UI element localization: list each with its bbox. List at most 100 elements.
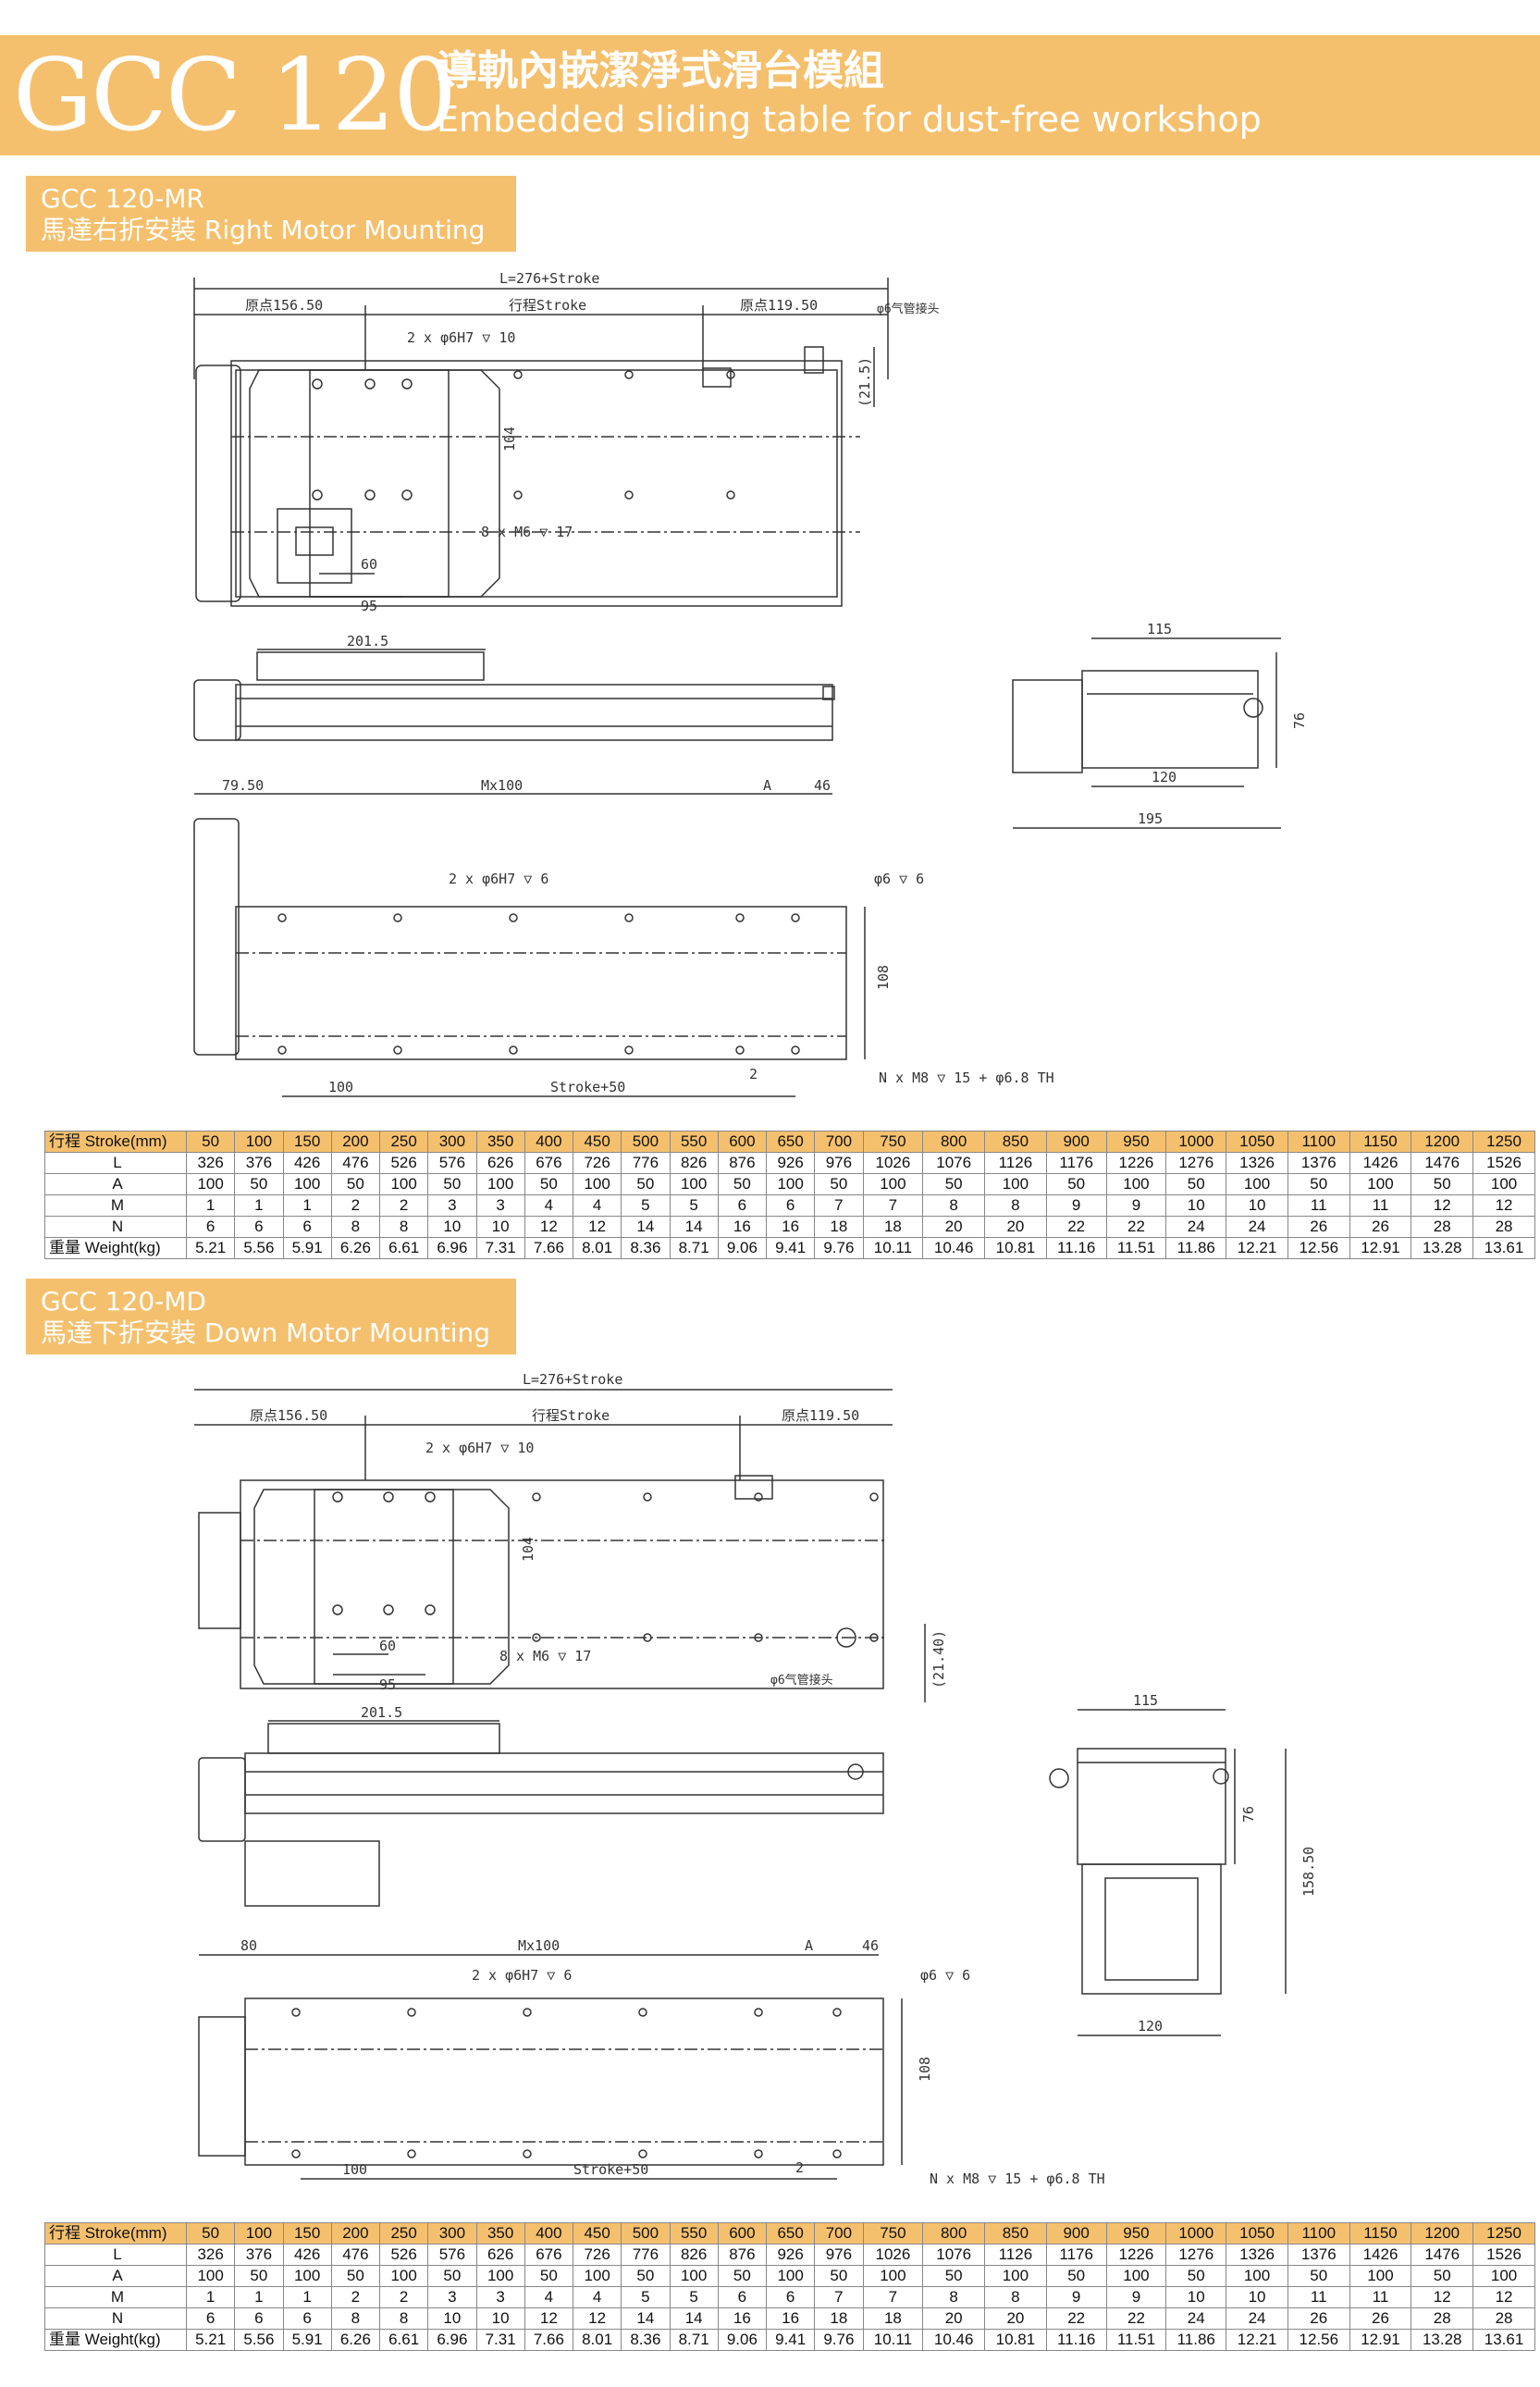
- table-cell: 11.86: [1165, 2329, 1227, 2351]
- table-cell: 50: [330, 1173, 381, 1195]
- table-cell: 100: [185, 2265, 236, 2287]
- table-cell: 100: [282, 2265, 332, 2287]
- table-cell: 100: [234, 1131, 284, 1153]
- md-top-view: L=276+Stroke 原点156.50 行程Stroke 原点119.50 …: [194, 1371, 947, 1702]
- table-cell: 1050: [1226, 2222, 1288, 2245]
- table-cell: 476: [330, 2244, 381, 2266]
- table-cell: 8.36: [621, 1237, 671, 1259]
- table-cell: 5.91: [282, 2329, 332, 2351]
- table-cell: 4: [572, 2286, 622, 2308]
- table-cell: 1: [185, 1194, 236, 1217]
- table-cell: 9.76: [814, 1237, 864, 1259]
- table-cell: 550: [669, 2222, 719, 2245]
- table-cell: 12: [572, 1216, 622, 1238]
- table-cell: 150: [282, 2222, 332, 2245]
- table-cell: 50: [621, 1173, 671, 1195]
- table-cell: 5.91: [282, 1237, 332, 1259]
- md-dim-total: L=276+Stroke: [523, 1371, 622, 1388]
- table-cell: 26: [1349, 2307, 1412, 2330]
- table-cell: 8: [984, 1194, 1047, 1217]
- md-dim-a: A: [805, 1937, 813, 1954]
- table-cell: 7: [862, 2286, 924, 2308]
- table-cell: 10: [475, 1216, 525, 1238]
- table-cell: 10.46: [922, 1237, 986, 1259]
- table-cell: 1476: [1411, 2244, 1474, 2266]
- row-label: A: [44, 1173, 187, 1195]
- table-cell: 8: [984, 2286, 1047, 2308]
- mr-dim-origin-right: 原点119.50: [740, 297, 818, 314]
- md-dim-95: 95: [379, 1676, 396, 1693]
- table-cell: 8: [922, 1194, 986, 1217]
- table-cell: 1150: [1349, 1131, 1412, 1153]
- mr-dim-104: 104: [501, 427, 518, 451]
- table-cell: 8.71: [669, 1237, 719, 1259]
- table-cell: 100: [765, 1173, 816, 1195]
- table-cell: 500: [621, 2222, 671, 2245]
- section-md-header: GCC 120-MD 馬達下折安裝 Down Motor Mounting: [26, 1279, 516, 1354]
- table-cell: 100: [1472, 2265, 1535, 2287]
- table-cell: 876: [717, 1152, 768, 1174]
- drawing-mr: L=276+Stroke 原点156.50 行程Stroke 原点119.50 …: [0, 259, 1540, 1129]
- table-cell: 5: [621, 2286, 671, 2308]
- table-cell: 26: [1349, 1216, 1412, 1238]
- mr-dim-hole6: φ6 ▽ 6: [874, 871, 924, 887]
- table-cell: 400: [524, 2222, 574, 2245]
- table-cell: 1176: [1045, 1152, 1107, 1174]
- table-cell: 9.76: [814, 2329, 864, 2351]
- table-cell: 1226: [1105, 1152, 1167, 1174]
- table-cell: 26: [1287, 1216, 1350, 1238]
- table-cell: 100: [1349, 1173, 1412, 1195]
- table-cell: 100: [1105, 1173, 1167, 1195]
- table-cell: 12: [1472, 1194, 1535, 1217]
- row-label: 重量 Weight(kg): [44, 2329, 187, 2351]
- table-cell: 150: [282, 1131, 332, 1153]
- mr-end-view: 115 76 120 195: [1012, 621, 1308, 829]
- table-cell: 100: [475, 1173, 525, 1195]
- table-cell: 1426: [1349, 1152, 1412, 1174]
- md-dim-tube: φ6气管接头: [770, 1673, 833, 1688]
- mr-dim-pin-holes-b: 2 x φ6H7 ▽ 6: [449, 871, 548, 887]
- mr-dim-stroke: 行程Stroke: [509, 297, 586, 314]
- table-cell: 14: [669, 2307, 719, 2330]
- table-cell: 726: [572, 2244, 622, 2266]
- md-dim-80: 80: [240, 1937, 257, 1954]
- table-cell: 800: [922, 1131, 986, 1153]
- md-dim-origin-right: 原点119.50: [782, 1407, 859, 1424]
- md-dim-stroke50: Stroke+50: [573, 2161, 648, 2178]
- md-dim-108: 108: [917, 2057, 933, 2082]
- md-dim-pin-holes-b: 2 x φ6H7 ▽ 6: [472, 1967, 572, 1984]
- table-cell: 3: [427, 2286, 477, 2308]
- mr-dim-108: 108: [875, 965, 892, 990]
- table-cell: 14: [621, 2307, 671, 2330]
- table-cell: 1226: [1105, 2244, 1167, 2266]
- row-label: M: [44, 1194, 187, 1217]
- table-cell: 18: [862, 1216, 924, 1238]
- table-cell: 6.26: [330, 1237, 381, 1259]
- mr-side-view: 201.5: [193, 633, 835, 741]
- row-label: L: [44, 1152, 187, 1174]
- table-cell: 376: [234, 1152, 284, 1174]
- md-dim-nx-m8: N x M8 ▽ 15 + φ6.8 TH: [930, 2171, 1105, 2187]
- table-cell: 10: [1165, 1194, 1227, 1217]
- table-cell: 550: [669, 1131, 719, 1153]
- table-cell: 6: [717, 2286, 768, 2308]
- title-english: Embedded sliding table for dust-free wor…: [437, 99, 1262, 140]
- md-dim-158-5: 158.50: [1300, 1847, 1317, 1897]
- row-label: 行程 Stroke(mm): [44, 2222, 187, 2245]
- table-cell: 14: [621, 1216, 671, 1238]
- table-cell: 1376: [1287, 2244, 1350, 2266]
- table-cell: 426: [282, 1152, 332, 1174]
- table-cell: 500: [621, 1131, 671, 1153]
- table-cell: 5.21: [185, 2329, 236, 2351]
- table-cell: 6: [185, 2307, 236, 2330]
- table-cell: 7: [862, 1194, 924, 1217]
- table-cell: 1026: [862, 2244, 924, 2266]
- table-cell: 24: [1226, 2307, 1288, 2330]
- table-cell: 1126: [984, 2244, 1047, 2266]
- table-cell: 7: [814, 1194, 864, 1217]
